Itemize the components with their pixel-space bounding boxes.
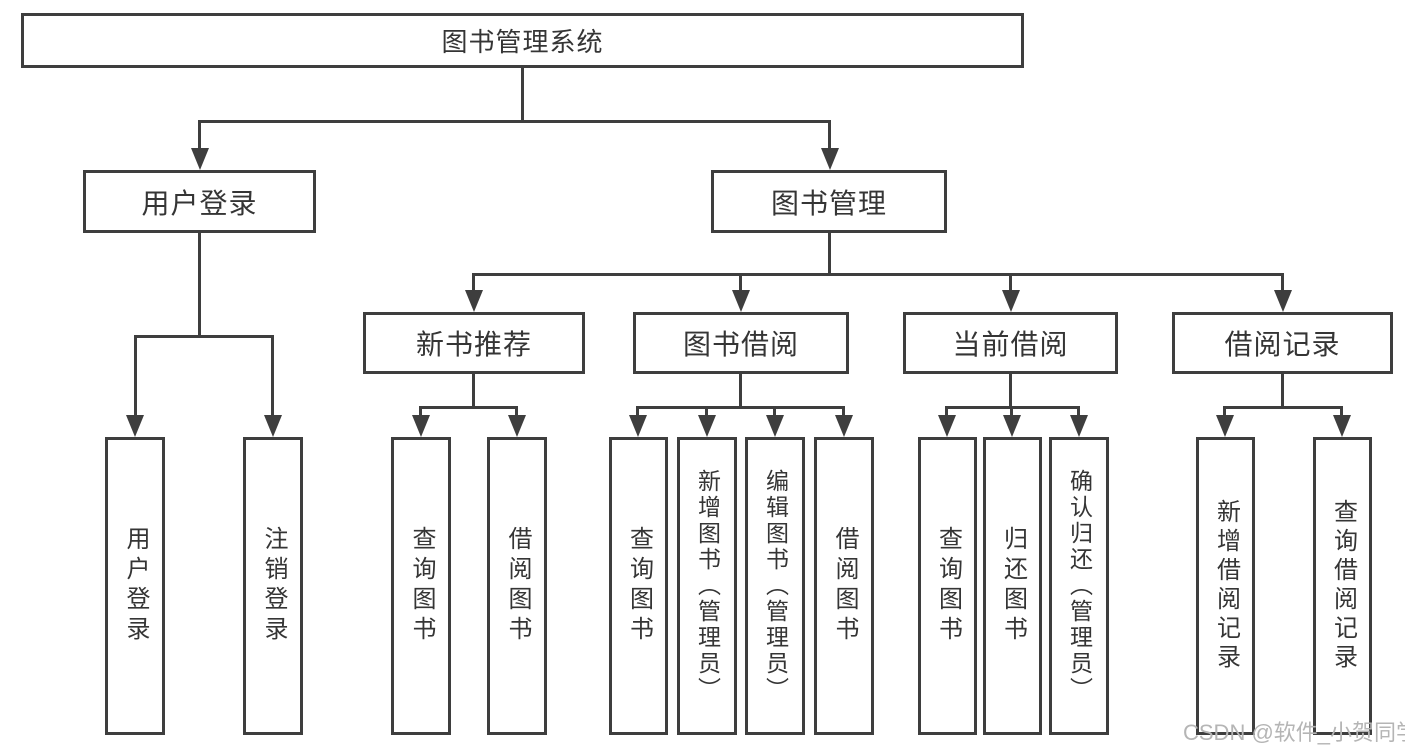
connector-group1-leg-2 [515,406,518,419]
connector-group2-leg-1 [636,406,639,419]
arrow-down-icon [1003,415,1021,437]
connector-login-bar [134,335,274,338]
connector-mgmt-leg-1 [472,273,475,293]
arrow-down-icon [508,415,526,437]
arrow-down-icon [126,415,144,437]
connector-root-leg-left [198,120,201,154]
arrow-down-icon [191,148,209,170]
connector-group3-leg-1 [945,406,948,419]
leaf-query-books-2: 查询图书 [609,437,668,735]
connector-login-leg-2 [271,335,274,419]
arrow-down-icon [465,290,483,312]
connector-group4-leg-1 [1223,406,1226,419]
connector-login-stem [198,233,201,335]
leaf-query-books: 查询图书 [391,437,451,735]
connector-root-bar [198,120,831,123]
leaf-confirm-return-admin: 确认归还（管理员） [1049,437,1109,735]
connector-group4-leg-2 [1340,406,1343,419]
arrow-down-icon [698,415,716,437]
node-label: 图书管理 [770,187,887,219]
csdn-watermark: CSDN @软件_小贺同学 [1183,720,1405,745]
connector-mgmt-bar [472,273,1284,276]
arrow-down-icon [821,148,839,170]
connector-group2-leg-2 [705,406,708,419]
node-new-book-recommendation: 新书推荐 [363,312,585,374]
leaf-label: 查询图书 [625,526,653,646]
connector-root-stem [521,68,524,120]
leaf-borrow-books-2: 借阅图书 [814,437,874,735]
arrow-down-icon [938,415,956,437]
arrow-down-icon [1216,415,1234,437]
connector-group4-stem [1281,374,1284,406]
leaf-query-borrow-record: 查询借阅记录 [1313,437,1372,735]
node-borrowing-records: 借阅记录 [1172,312,1393,374]
arrow-down-icon [732,290,750,312]
leaf-logout: 注销登录 [243,437,303,735]
connector-mgmt-leg-4 [1281,273,1284,293]
connector-group3-stem [1009,374,1012,406]
arrow-down-icon [835,415,853,437]
connector-group2-stem [739,374,742,406]
leaf-add-books-admin: 新增图书（管理员） [677,437,737,735]
connector-group1-stem [472,374,475,406]
leaf-label: 借阅图书 [831,526,858,646]
leaf-user-login: 用户登录 [105,437,165,735]
connector-login-leg-1 [134,335,137,419]
node-label: 新书推荐 [415,329,532,360]
node-label: 用户登录 [141,187,258,219]
leaf-label: 查询图书 [934,526,962,646]
arrow-down-icon [629,415,647,437]
leaf-label: 查询图书 [408,526,435,646]
connector-mgmt-leg-3 [1009,273,1012,293]
leaf-label: 用户登录 [122,526,149,646]
connector-group1-leg-1 [419,406,422,419]
arrow-down-icon [1333,415,1351,437]
leaf-label: 归还图书 [999,526,1027,646]
node-label: 图书借阅 [682,329,799,360]
node-label: 当前借阅 [952,329,1069,360]
leaf-label: 新增图书（管理员） [694,469,721,703]
arrow-down-icon [1070,415,1088,437]
leaf-label: 注销登录 [260,526,287,646]
connector-group2-bar [636,406,845,409]
leaf-add-borrow-record: 新增借阅记录 [1196,437,1255,735]
connector-group3-leg-3 [1077,406,1080,419]
connector-group2-leg-4 [842,406,845,419]
connector-group1-bar [419,406,518,409]
node-current-borrowing: 当前借阅 [903,312,1118,374]
node-label: 借阅记录 [1224,329,1341,360]
connector-group4-bar [1223,406,1343,409]
connector-group3-leg-2 [1010,406,1013,419]
leaf-label: 编辑图书（管理员） [762,469,789,703]
arrow-down-icon [264,415,282,437]
node-label: 图书管理系统 [441,27,604,57]
arrow-down-icon [766,415,784,437]
leaf-label: 查询借阅记录 [1329,499,1357,673]
leaf-label: 借阅图书 [504,526,531,646]
leaf-return-books: 归还图书 [983,437,1042,735]
connector-mgmt-stem [828,233,831,273]
node-library-management-system: 图书管理系统 [21,13,1024,68]
leaf-label: 新增借阅记录 [1212,499,1240,673]
node-book-borrowing: 图书借阅 [633,312,849,374]
leaf-edit-books-admin: 编辑图书（管理员） [745,437,805,735]
connector-root-leg-right [828,120,831,154]
leaf-label: 确认归还（管理员） [1066,469,1093,703]
connector-group2-leg-3 [773,406,776,419]
arrow-down-icon [1274,290,1292,312]
arrow-down-icon [1002,290,1020,312]
node-user-login: 用户登录 [83,170,316,233]
node-book-management: 图书管理 [711,170,947,233]
arrow-down-icon [412,415,430,437]
leaf-borrow-books: 借阅图书 [487,437,547,735]
leaf-query-books-3: 查询图书 [918,437,977,735]
connector-mgmt-leg-2 [739,273,742,293]
